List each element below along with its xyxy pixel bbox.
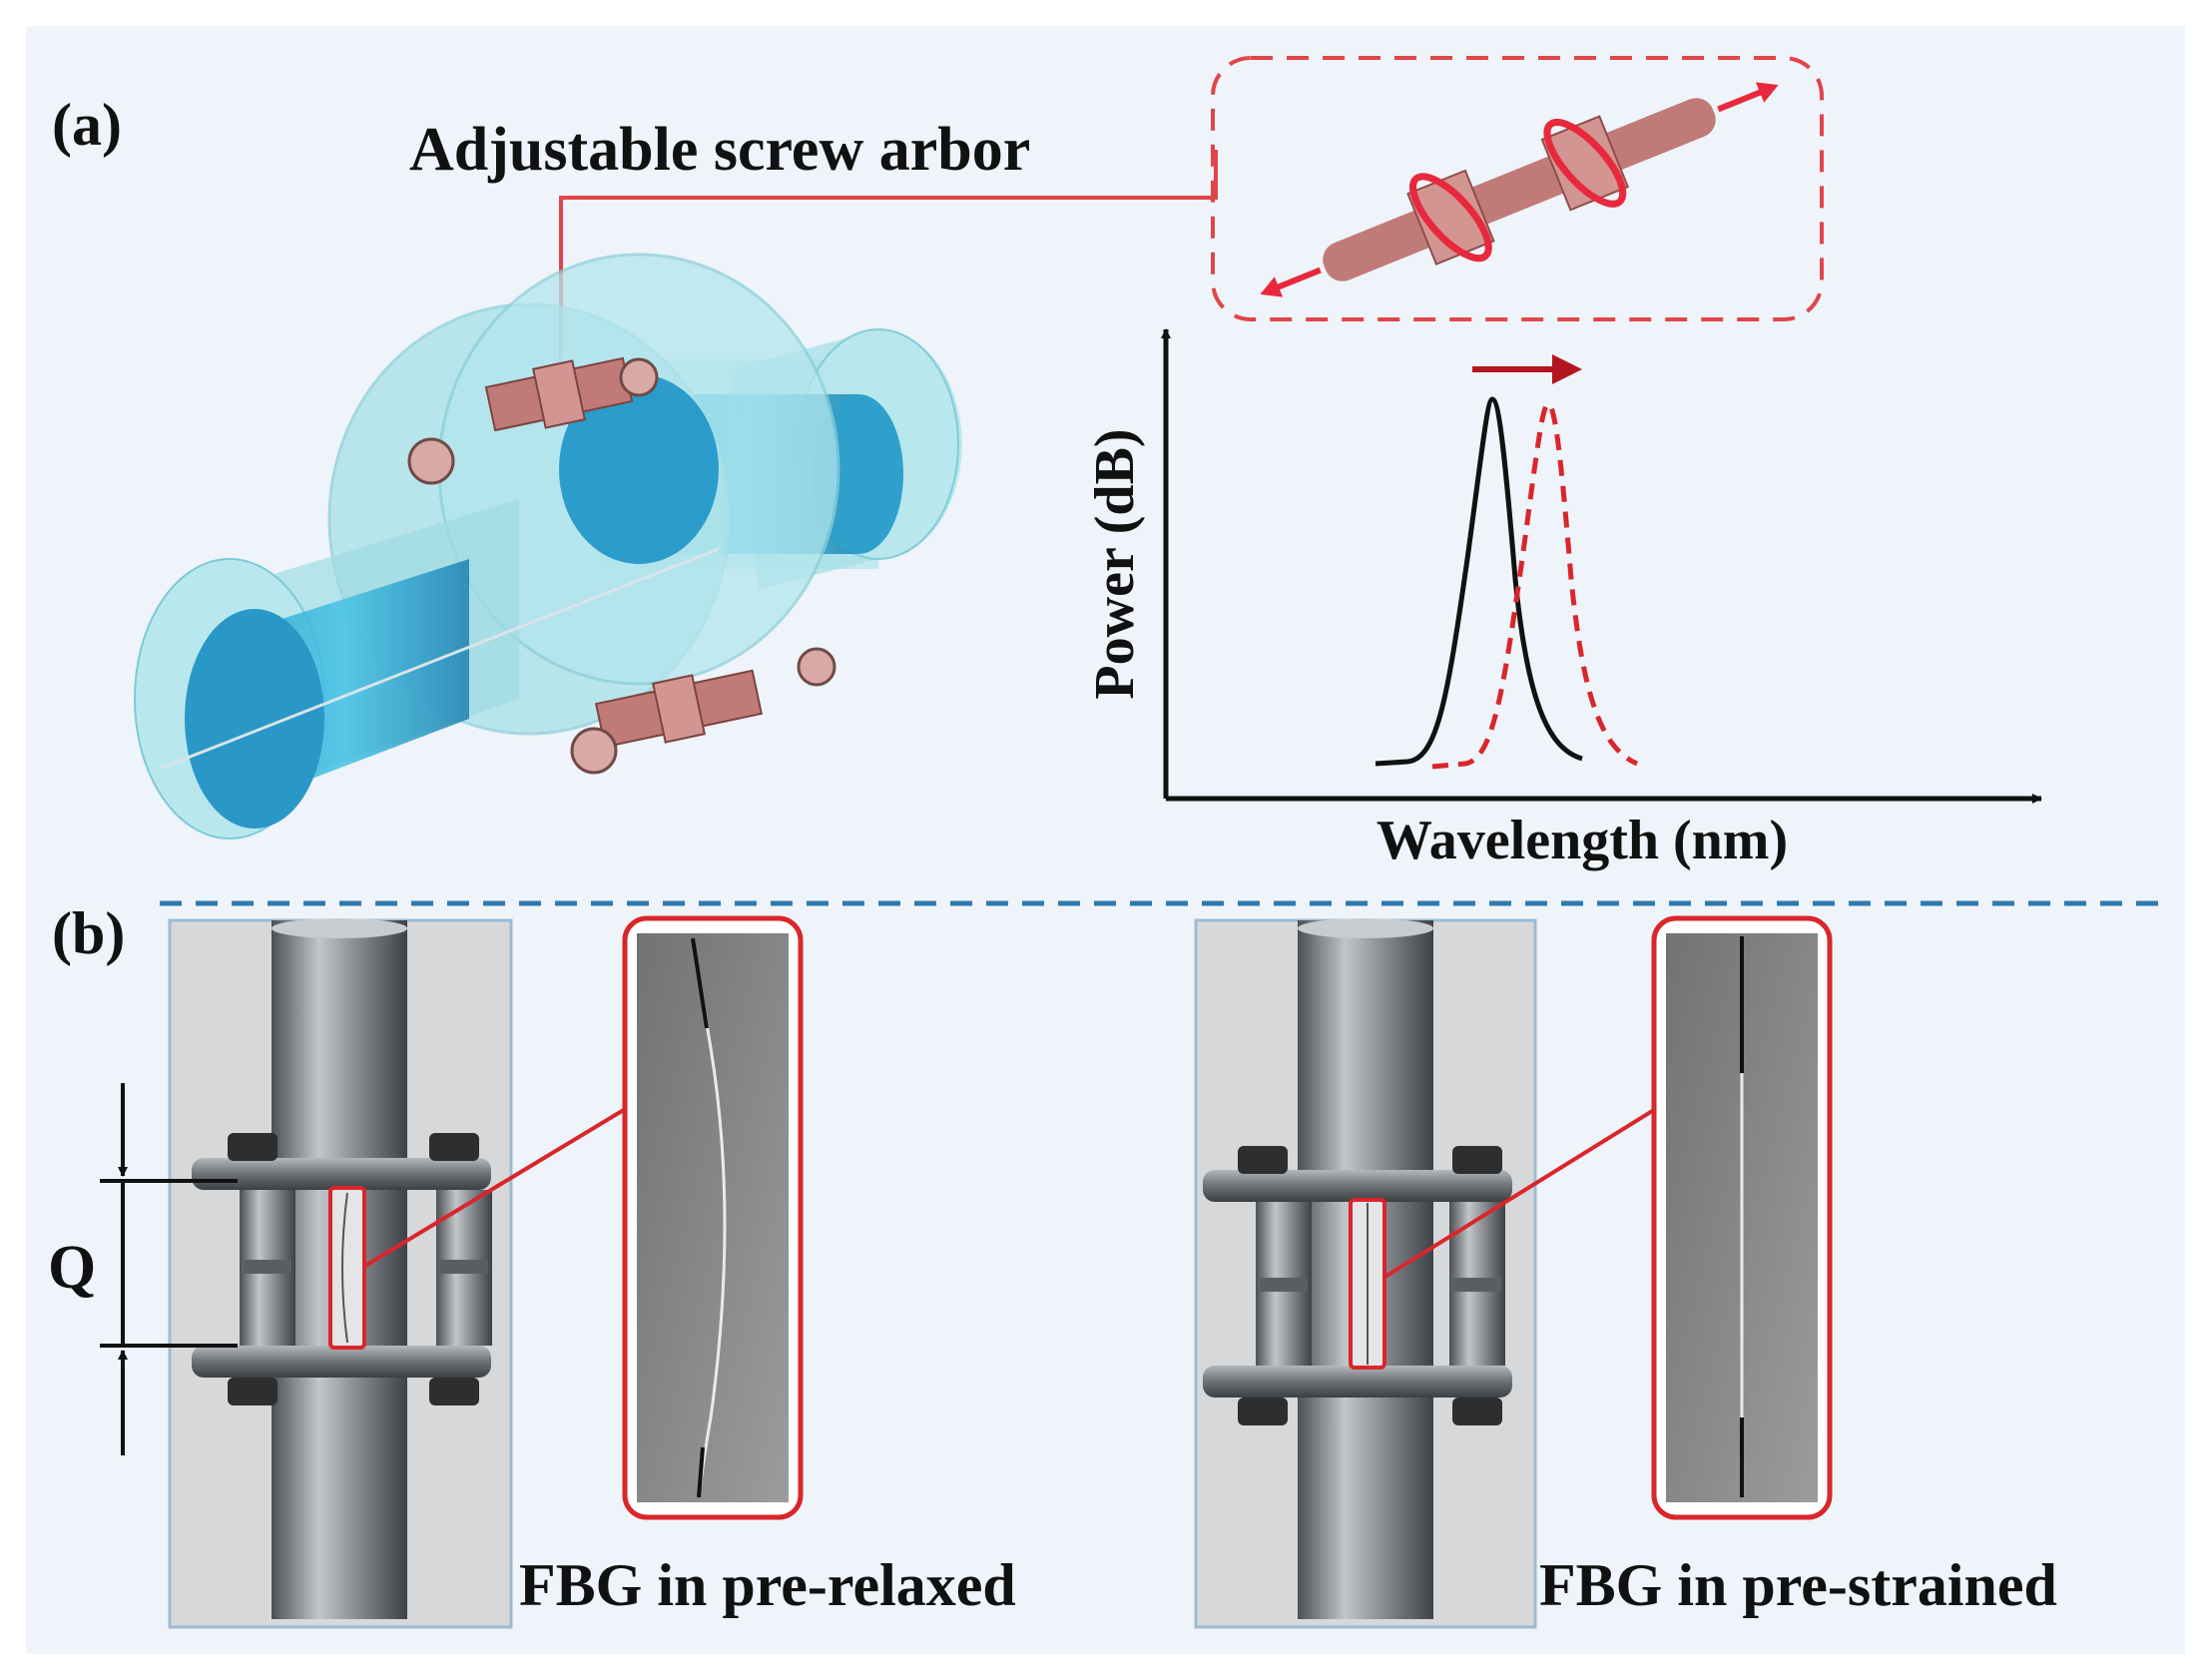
photo-pre-relaxed (168, 918, 513, 1629)
screw-inset-box (1211, 56, 1824, 321)
callout-title: Adjustable screw arbor (409, 116, 1030, 184)
zoom-leader-left (363, 1106, 629, 1268)
shifted-peak-curve (1431, 401, 1639, 770)
panel-b-label: (b) (52, 900, 125, 966)
fixture-3d-illustration (134, 253, 962, 840)
photo-pre-strained (1194, 918, 1537, 1629)
screw-arbor-illustration (1260, 82, 1779, 297)
q-dimension: Q (48, 1083, 238, 1455)
zoom-pre-relaxed (622, 915, 804, 1520)
y-axis-label: Power (dB) (1084, 428, 1146, 699)
x-axis-label: Wavelength (nm) (1377, 810, 1788, 871)
shift-arrow-head (1552, 354, 1582, 384)
caption-pre-strained: FBG in pre-strained (1539, 1552, 2057, 1618)
panel-a-label: (a) (52, 92, 122, 158)
zoom-leader-right (1382, 1106, 1659, 1280)
caption-pre-relaxed: FBG in pre-relaxed (519, 1552, 1016, 1618)
original-peak-curve (1375, 396, 1583, 767)
q-label: Q (48, 1234, 96, 1302)
zoom-pre-strained (1651, 915, 1833, 1520)
spectrum-plot: Power (dB) Wavelength (nm) (1084, 328, 2042, 871)
